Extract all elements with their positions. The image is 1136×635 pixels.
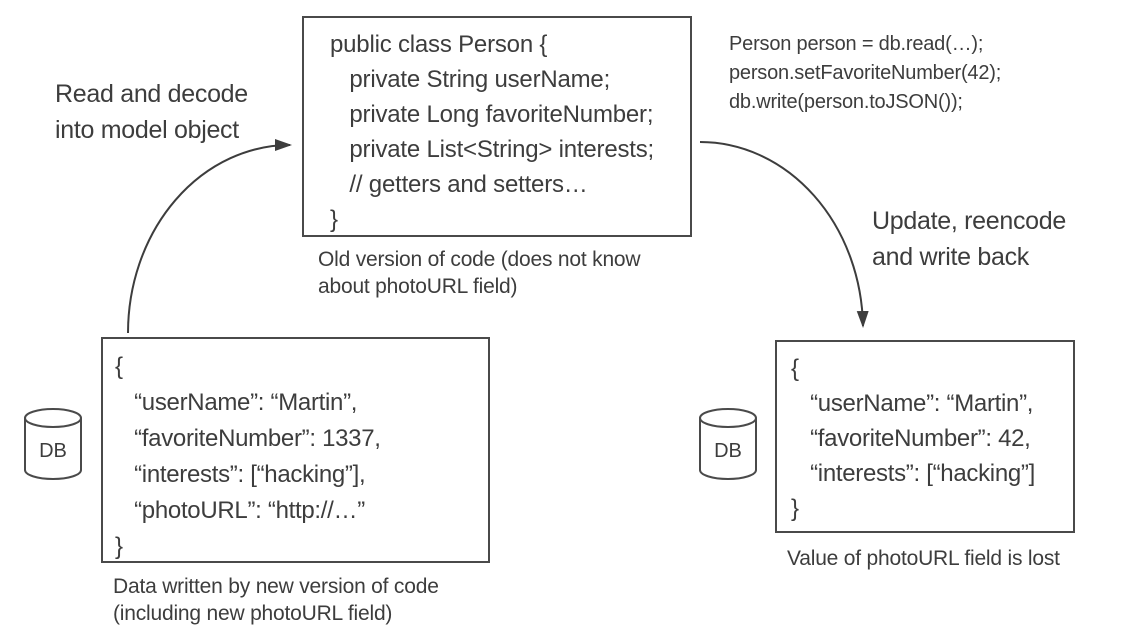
update-write-arrow bbox=[699, 141, 869, 328]
new-record-text: { “userName”: “Martin”, “favoriteNumber”… bbox=[791, 355, 1035, 522]
database-new-label: DB bbox=[714, 440, 742, 462]
old-record-caption: Data written by new version of code (inc… bbox=[113, 575, 439, 625]
database-old: DB bbox=[22, 406, 84, 484]
update-write-label: Update, reencode and write back bbox=[872, 207, 1066, 271]
old-code-text: public class Person { private String use… bbox=[330, 31, 655, 233]
old-record-text: { “userName”: “Martin”, “favoriteNumber”… bbox=[115, 353, 381, 560]
database-new: DB bbox=[697, 406, 759, 484]
new-record-box: { “userName”: “Martin”, “favoriteNumber”… bbox=[775, 340, 1075, 533]
read-decode-label: Read and decode into model object bbox=[55, 80, 248, 144]
old-code-caption: Old version of code (does not know about… bbox=[318, 248, 641, 298]
old-code-box: public class Person { private String use… bbox=[302, 16, 692, 237]
client-code-text: Person person = db.read(…); person.setFa… bbox=[729, 33, 1002, 113]
database-old-label: DB bbox=[39, 440, 67, 462]
database-cylinder-icon bbox=[24, 408, 82, 480]
old-record-box: { “userName”: “Martin”, “favoriteNumber”… bbox=[101, 337, 490, 563]
database-cylinder-icon bbox=[699, 408, 757, 480]
new-record-caption: Value of photoURL field is lost bbox=[787, 547, 1060, 570]
read-decode-arrow bbox=[127, 139, 292, 334]
